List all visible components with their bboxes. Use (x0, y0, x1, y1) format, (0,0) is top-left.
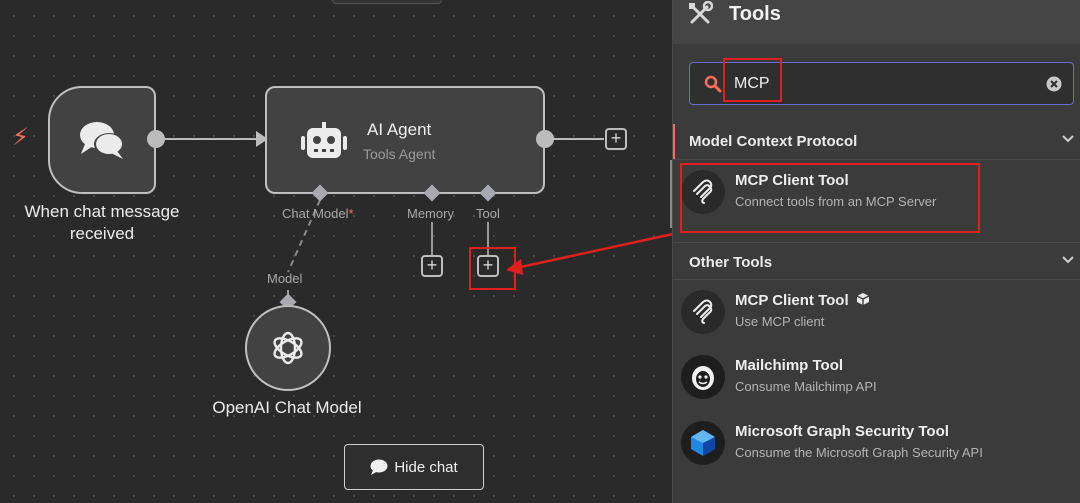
microsoft-graph-security-icon (681, 421, 725, 465)
mcp-icon (681, 290, 725, 334)
agent-output-port[interactable] (536, 130, 554, 148)
panel-title: Tools (729, 3, 781, 25)
scrollbar[interactable] (670, 160, 672, 228)
chat-trigger-node[interactable] (48, 86, 156, 194)
trigger-bolt-icon: ⚡ (12, 124, 29, 151)
item-subtitle: Consume Mailchimp API (735, 379, 877, 394)
ai-agent-node[interactable]: AI Agent Tools Agent (265, 86, 545, 194)
active-category-indicator (673, 124, 675, 160)
search-input[interactable] (734, 69, 1034, 99)
agent-subtitle: Tools Agent (363, 146, 436, 162)
mailchimp-icon (681, 355, 725, 399)
model-label: Model (267, 271, 303, 286)
item-subtitle: Use MCP client (735, 314, 825, 329)
clear-search-icon[interactable] (1046, 76, 1062, 92)
chevron-down-icon (1062, 256, 1074, 264)
list-item-mcp-client-tool-community[interactable]: MCP Client Tool Use MCP client (673, 282, 1080, 342)
category-title: Other Tools (689, 254, 773, 271)
package-icon (856, 293, 870, 305)
trigger-node-label: When chat message received (24, 202, 180, 243)
add-next-node-button[interactable]: + (605, 128, 627, 150)
search-icon (704, 75, 722, 93)
trigger-output-port[interactable] (147, 130, 165, 148)
robot-icon (301, 122, 347, 158)
chat-bubble-icon (370, 459, 388, 475)
chevron-down-icon (1062, 135, 1074, 143)
mcp-icon (681, 170, 725, 214)
item-subtitle: Connect tools from an MCP Server (735, 194, 937, 209)
category-title: Model Context Protocol (689, 133, 858, 150)
item-title: Microsoft Graph Security Tool (735, 423, 949, 440)
add-memory-button[interactable]: + (421, 255, 443, 277)
workflow-canvas[interactable]: ⚡ When chat message received AI Agent To… (0, 0, 672, 503)
list-item-mcp-client-tool[interactable]: MCP Client Tool Connect tools from an MC… (673, 162, 1080, 222)
openai-chat-model-node[interactable] (245, 305, 331, 391)
tools-icon (689, 1, 713, 24)
annotation-arrow (515, 232, 672, 270)
agent-title: AI Agent (367, 120, 432, 139)
panel-header: Tools (673, 0, 1080, 44)
list-item-mailchimp-tool[interactable]: Mailchimp Tool Consume Mailchimp API (673, 347, 1080, 407)
item-title: MCP Client Tool (735, 292, 870, 309)
category-model-context-protocol[interactable]: Model Context Protocol (673, 122, 1080, 160)
item-title: MCP Client Tool (735, 172, 849, 189)
chat-model-label: Chat Model* (282, 206, 354, 221)
tools-panel: Tools Model Context Protocol MCP Client … (670, 0, 1080, 503)
openai-node-label: OpenAI Chat Model (212, 398, 362, 417)
tool-label: Tool (476, 206, 500, 221)
chat-bubbles-icon (80, 122, 124, 159)
memory-label: Memory (407, 206, 454, 221)
hide-chat-label: Hide chat (394, 458, 458, 476)
connections (164, 131, 672, 304)
category-other-tools[interactable]: Other Tools (673, 242, 1080, 280)
hide-chat-button[interactable]: Hide chat (344, 444, 484, 490)
add-tool-button[interactable]: + (477, 255, 499, 277)
openai-icon (273, 331, 303, 365)
item-subtitle: Consume the Microsoft Graph Security API (735, 445, 983, 460)
list-item-microsoft-graph-security-tool[interactable]: Microsoft Graph Security Tool Consume th… (673, 413, 1080, 473)
item-title: Mailchimp Tool (735, 357, 844, 374)
search-field[interactable] (689, 62, 1074, 105)
